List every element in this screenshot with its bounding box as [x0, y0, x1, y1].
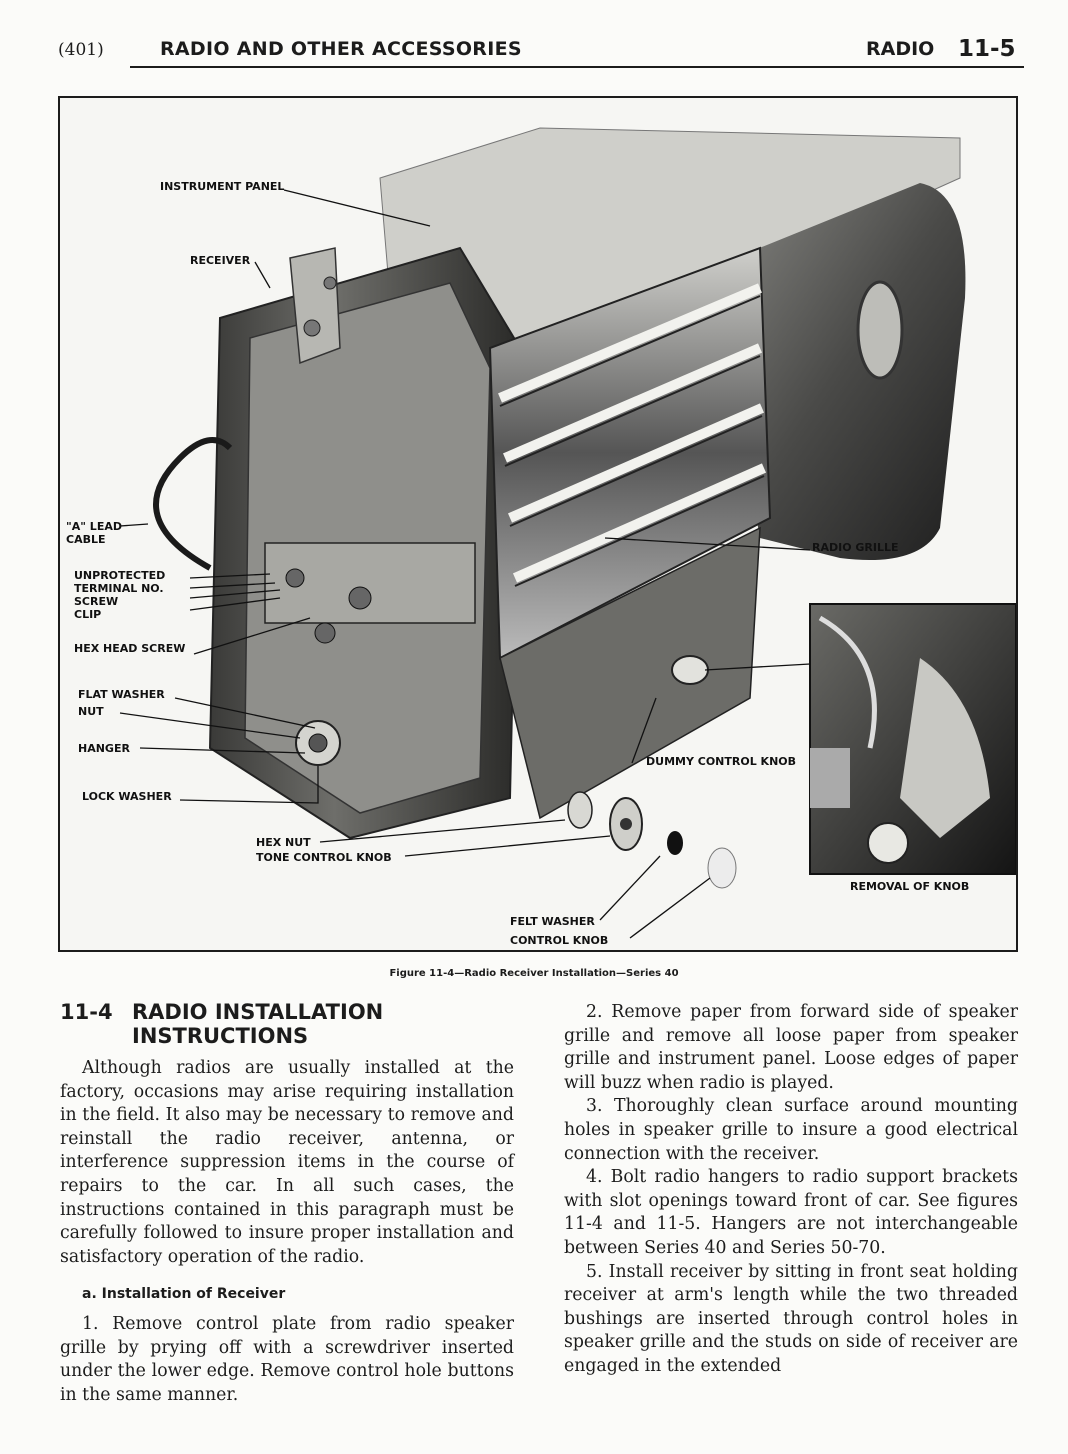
subheading-installation-of-receiver: a. Installation of Receiver: [82, 1286, 286, 1303]
label-tone-control-knob: TONE CONTROL KNOB: [256, 851, 392, 864]
radio-receiver-figure: INSTRUMENT PANEL RECEIVER "A" LEAD CABLE…: [58, 96, 1018, 952]
section-number: 11-5: [958, 36, 1016, 62]
label-removal-of-knob: REMOVAL OF KNOB: [850, 880, 970, 893]
step-3-paragraph: 3. Thoroughly clean surface around mount…: [564, 1096, 1018, 1164]
step-1-paragraph: 1. Remove control plate from radio speak…: [60, 1313, 514, 1405]
header-rule: [130, 66, 1024, 68]
section-heading: 11-4 RADIO INSTALLATION INSTRUCTIONS: [60, 1000, 383, 1048]
section-name: RADIO: [866, 38, 935, 60]
label-hanger: HANGER: [78, 742, 130, 755]
label-control-knob: CONTROL KNOB: [510, 934, 609, 947]
label-dummy-control-knob: DUMMY CONTROL KNOB: [646, 755, 797, 768]
figure-caption: Figure 11-4—Radio Receiver Installation—…: [389, 968, 679, 979]
left-column: Although radios are usually installed at…: [60, 1057, 514, 1407]
step-2-paragraph: 2. Remove paper from forward side of spe…: [564, 1002, 1018, 1093]
running-title: RADIO AND OTHER ACCESSORIES: [160, 38, 522, 60]
label-hex-head-screw: HEX HEAD SCREW: [74, 642, 186, 655]
radio-receiver-illustration: [119, 127, 1016, 939]
label-instrument-panel: INSTRUMENT PANEL: [160, 180, 285, 193]
page-number: (401): [58, 40, 104, 60]
step-5-paragraph: 5. Install receiver by sitting in front …: [564, 1261, 1018, 1376]
label-receiver: RECEIVER: [190, 254, 251, 267]
right-column: 2. Remove paper from forward side of spe…: [564, 1001, 1018, 1379]
label-radio-grille: RADIO GRILLE: [812, 541, 899, 554]
step-4-paragraph: 4. Bolt radio hangers to radio support b…: [564, 1167, 1018, 1258]
label-felt-washer: FELT WASHER: [510, 915, 595, 928]
label-flat-washer: FLAT WASHER: [78, 688, 165, 701]
label-unprotected-terminal: UNPROTECTED TERMINAL NO. SCREW CLIP: [74, 569, 166, 621]
intro-paragraph: Although radios are usually installed at…: [60, 1058, 514, 1267]
section-heading-number: 11-4: [60, 1000, 113, 1024]
label-a-lead-cable: "A" LEAD CABLE: [66, 520, 122, 546]
section-heading-line2: INSTRUCTIONS: [132, 1024, 309, 1048]
label-hex-nut: HEX NUT: [256, 836, 311, 849]
section-heading-line1: RADIO INSTALLATION: [132, 1000, 384, 1024]
label-lock-washer: LOCK WASHER: [82, 790, 172, 803]
label-nut: NUT: [78, 705, 104, 718]
